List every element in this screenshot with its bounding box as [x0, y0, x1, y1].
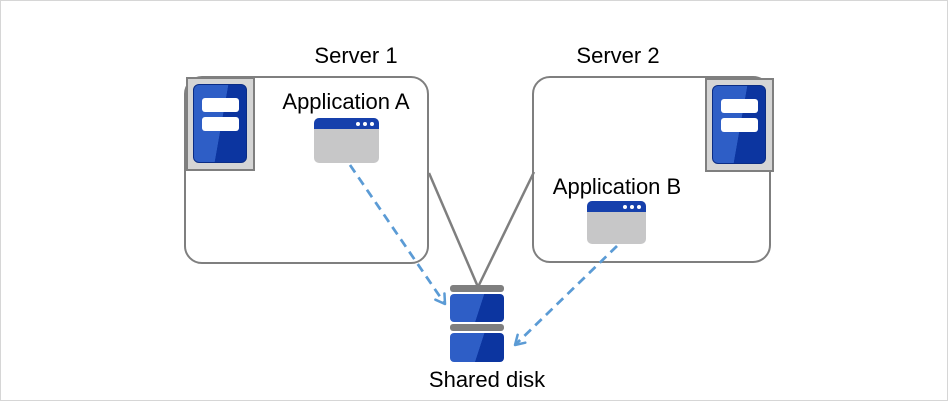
application-a-label: Application A: [282, 89, 410, 114]
server2-tower-icon: [705, 78, 774, 172]
window-titlebar: [314, 118, 379, 129]
connector-server1-to-disk: [427, 172, 480, 288]
window-dot-icon: [623, 205, 627, 209]
server1-tower-icon: [186, 77, 255, 171]
window-dot-icon: [630, 205, 634, 209]
shared-disk-icon: [450, 285, 504, 364]
disk-unit: [450, 294, 504, 322]
server-tower-slot: [721, 118, 758, 132]
window-titlebar: [587, 201, 646, 212]
application-a-window-icon: [314, 118, 379, 163]
server1-label: Server 1: [314, 43, 398, 68]
application-b-window-icon: [587, 201, 646, 244]
connector-server2-to-disk: [476, 171, 536, 288]
window-dot-icon: [637, 205, 641, 209]
application-b-label: Application B: [552, 174, 682, 199]
arrow-application-a-to-disk: [348, 164, 447, 306]
disk-cap: [450, 324, 504, 331]
disk-cap: [450, 285, 504, 292]
server2-label: Server 2: [576, 43, 660, 68]
shared-disk-label: Shared disk: [428, 367, 546, 392]
server-tower-slot: [202, 98, 239, 112]
window-dot-icon: [356, 122, 360, 126]
server-tower-slot: [721, 99, 758, 113]
window-dot-icon: [363, 122, 367, 126]
window-dot-icon: [370, 122, 374, 126]
server-tower-body: [193, 84, 247, 163]
arrow-application-b-to-disk: [513, 245, 618, 347]
disk-unit: [450, 333, 504, 362]
server-tower-body: [712, 85, 766, 164]
server-tower-slot: [202, 117, 239, 131]
